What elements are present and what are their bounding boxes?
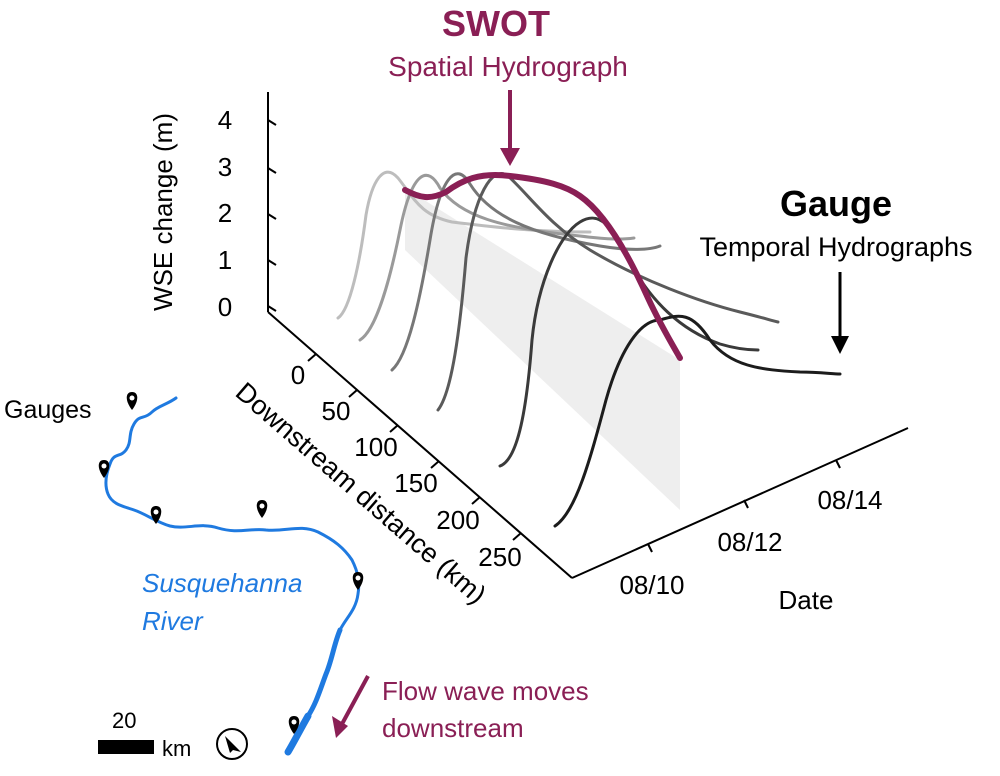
gauge-title: Gauge <box>780 183 892 224</box>
hydrograph-curve-2 <box>358 173 636 342</box>
distance-tick-250: 250 <box>478 542 521 572</box>
swot-subtitle: Spatial Hydrograph <box>388 51 628 82</box>
gauge-subtitle: Temporal Hydrographs <box>699 232 972 262</box>
hydrograph-curve-5 <box>498 216 760 468</box>
gauge-pin-icon <box>288 716 300 734</box>
distance-tick-0: 0 <box>291 360 305 390</box>
susquehanna-river <box>104 396 361 756</box>
z-tick-1: 1 <box>218 245 232 275</box>
date-tick-0812: 08/12 <box>717 527 782 557</box>
gauges-label: Gauges <box>4 396 92 424</box>
river-name-line2: River <box>142 606 204 636</box>
distance-tick-150: 150 <box>394 468 437 498</box>
z-axis-label: WSE change (m) <box>148 113 178 311</box>
distance-tick-50: 50 <box>322 396 351 426</box>
z-axis-ticks <box>267 119 277 312</box>
scale-value: 20 <box>112 708 136 733</box>
distance-tick-200: 200 <box>436 505 479 535</box>
gauge-pin-icon <box>126 392 138 410</box>
flow-text-line2: downstream <box>382 713 524 743</box>
gauge-pin-icon <box>98 460 110 478</box>
flow-text-line1: Flow wave moves <box>382 676 589 706</box>
gauge-hydrographs <box>336 170 842 528</box>
distance-tick-100: 100 <box>354 432 397 462</box>
swot-spatial-hydrograph <box>402 172 683 361</box>
river-name-line1: Susquehanna <box>142 568 302 598</box>
gauge-pin-icon <box>256 500 268 518</box>
gauge-arrow <box>831 272 849 354</box>
gauge-pin-icon <box>352 572 364 590</box>
hydrograph-curve-3 <box>390 172 662 372</box>
scale-bar: 20 km <box>98 708 191 761</box>
date-axis-label: Date <box>779 585 834 615</box>
date-tick-0810: 08/10 <box>619 570 684 600</box>
hydrograph-curve-4 <box>436 172 780 412</box>
swot-plane <box>405 188 680 510</box>
date-axis-ticks <box>647 459 841 553</box>
swot-arrow <box>500 90 520 166</box>
hydrograph-curve-1 <box>336 170 592 320</box>
swot-title: SWOT <box>442 3 550 44</box>
z-tick-3: 3 <box>218 152 232 182</box>
date-axis <box>571 427 909 579</box>
north-arrow-icon <box>216 728 248 760</box>
date-tick-labels: 08/10 08/12 08/14 <box>619 485 882 600</box>
gauge-pins <box>98 392 364 734</box>
z-tick-0: 0 <box>218 292 232 322</box>
z-tick-2: 2 <box>218 198 232 228</box>
distance-axis-ticks <box>307 353 522 541</box>
z-tick-labels: 4 3 2 1 0 <box>218 105 232 322</box>
z-tick-4: 4 <box>218 105 232 135</box>
flow-arrow <box>332 675 370 738</box>
gauge-pin-icon <box>150 506 162 524</box>
distance-tick-labels: 0 50 100 150 200 250 <box>291 360 522 572</box>
scale-unit: km <box>162 736 191 761</box>
hydrograph-curve-6 <box>553 314 842 528</box>
date-tick-0814: 08/14 <box>817 485 882 515</box>
